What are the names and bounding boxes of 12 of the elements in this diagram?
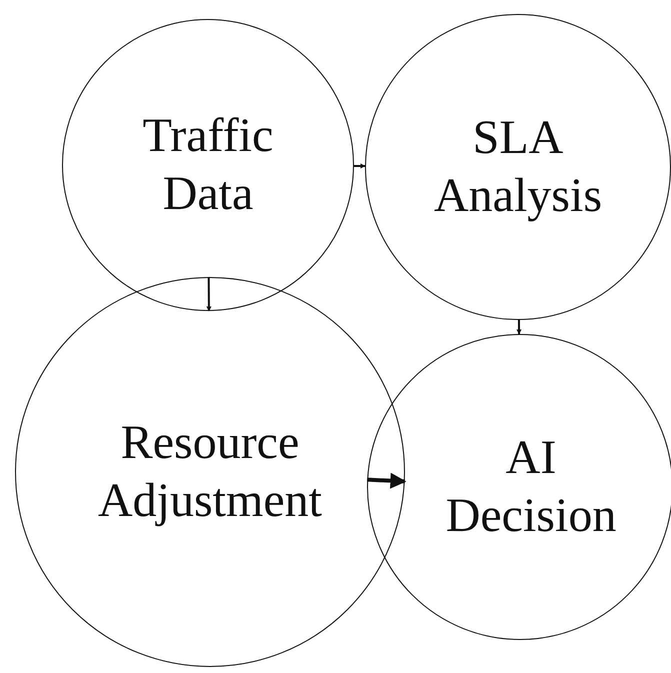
circle-node — [15, 277, 405, 667]
circle-node — [367, 334, 671, 640]
circle-node — [365, 14, 671, 320]
arrow — [354, 163, 366, 168]
arrow — [206, 277, 212, 312]
arrow — [367, 472, 406, 489]
node-label: Traffic Data — [142, 108, 274, 222]
arrow — [516, 320, 522, 334]
node-label: SLA Analysis — [434, 110, 602, 224]
node-label: AI Decision — [444, 430, 616, 544]
node-label: Resource Adjustment — [98, 415, 322, 529]
circle-node — [62, 19, 354, 311]
